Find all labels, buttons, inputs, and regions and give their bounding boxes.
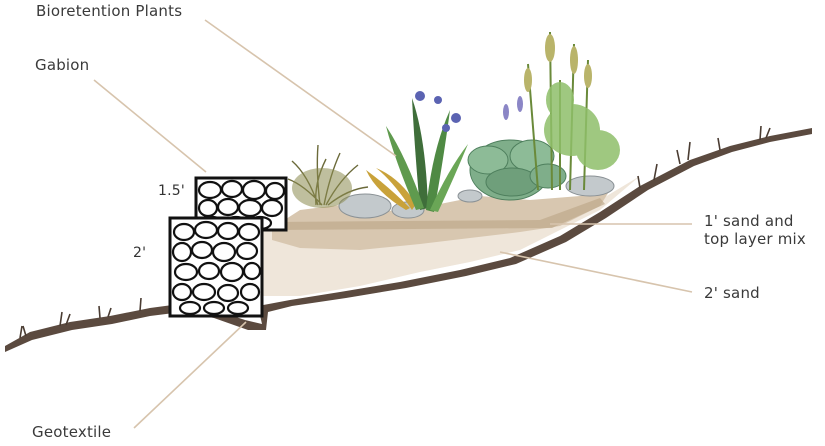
label-gabion: Gabion: [35, 56, 89, 74]
leader-bioretention: [205, 20, 396, 156]
label-sand-top-line1: 1' sand and: [704, 212, 794, 230]
gabion-lower: [170, 218, 262, 316]
dimension-lower-gabion: 2': [133, 244, 146, 262]
label-bioretention-plants: Bioretention Plants: [36, 2, 182, 20]
leader-gabion: [94, 80, 206, 172]
label-sand: 2' sand: [704, 284, 760, 302]
iris-clump: [366, 91, 468, 212]
label-sand-top-line2: top layer mix: [704, 230, 806, 248]
dimension-upper-gabion: 1.5': [158, 182, 185, 200]
spike-foliage: [544, 82, 620, 170]
leader-geotextile: [134, 322, 246, 428]
leader-sand: [500, 252, 692, 292]
label-geotextile: Geotextile: [32, 423, 111, 441]
